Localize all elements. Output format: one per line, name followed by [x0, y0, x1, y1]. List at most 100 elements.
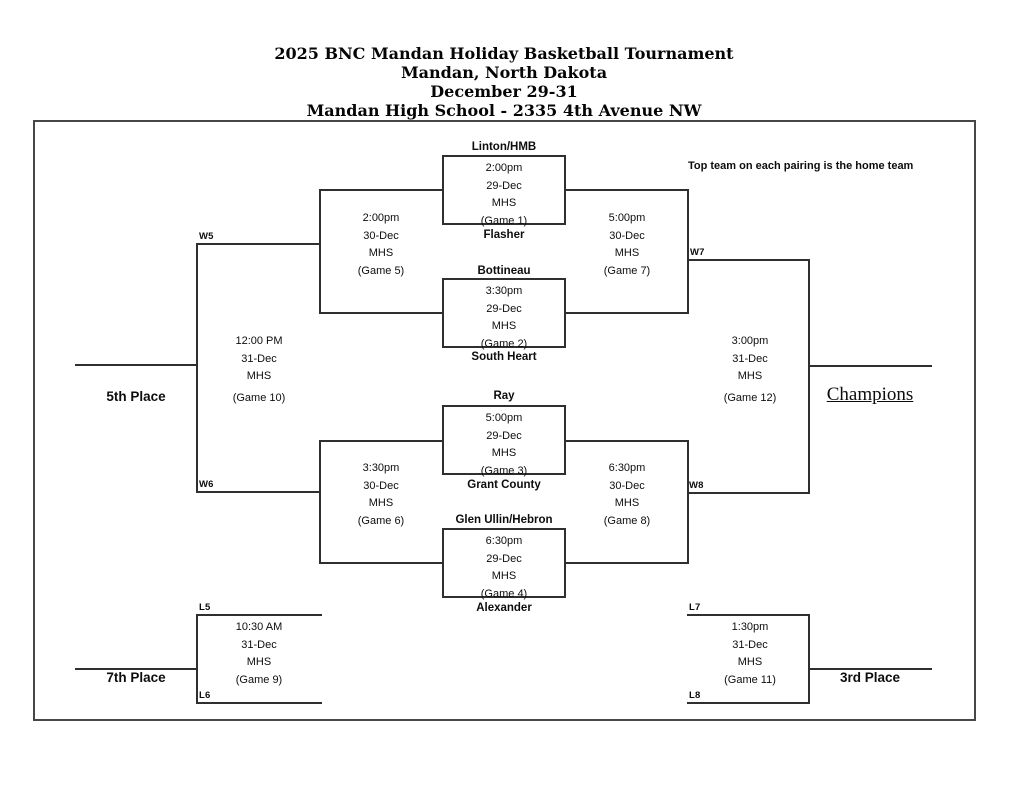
team-grant-county: Grant County: [467, 479, 541, 491]
game1-time: 2:00pm: [485, 162, 523, 174]
tournament-header: 2025 BNC Mandan Holiday Basketball Tourn…: [4, 44, 1004, 120]
slot-l8: L8: [689, 690, 701, 701]
game7-date: 30-Dec: [609, 229, 645, 242]
w7-line: [687, 259, 810, 261]
game12-schedule: 3:00pm 31-Dec MHS (Game 12): [700, 333, 800, 407]
game10-schedule: 12:00 PM 31-Dec MHS (Game 10): [209, 333, 309, 407]
game8-site: MHS: [614, 497, 640, 509]
game7-site: MHS: [614, 247, 640, 259]
slot-l6: L6: [199, 690, 211, 701]
tournament-dates: December 29-31: [430, 82, 578, 101]
game6-label: (Game 6): [357, 514, 405, 527]
game6-schedule: 3:30pm 30-Dec MHS (Game 6): [331, 460, 431, 530]
team-south-heart: South Heart: [471, 351, 537, 363]
game7-schedule: 5:00pm 30-Dec MHS (Game 7): [577, 210, 677, 280]
game10-date: 31-Dec: [241, 352, 277, 365]
game3-box: 5:00pm 29-Dec MHS (Game 3): [442, 405, 566, 477]
game11-time: 1:30pm: [731, 621, 769, 633]
game2-label: (Game 2): [480, 337, 528, 350]
slot-l7: L7: [689, 602, 701, 613]
slot-w6: W6: [199, 479, 214, 490]
game2-winner-line: [566, 312, 689, 314]
game1-date: 29-Dec: [486, 179, 522, 192]
tournament-title: 2025 BNC Mandan Holiday Basketball Tourn…: [274, 44, 734, 63]
game12-label: (Game 12): [723, 391, 777, 404]
game2-loser-line: [319, 312, 442, 314]
game2-site: MHS: [491, 320, 517, 332]
game9-site: MHS: [246, 656, 272, 668]
home-team-note: Top team on each pairing is the home tea…: [688, 160, 914, 172]
seventh-place-label: 7th Place: [106, 670, 166, 685]
third-place-label: 3rd Place: [839, 670, 901, 685]
fifth-place-connector: [196, 243, 198, 493]
seventh-place-line: [75, 668, 198, 670]
game10-time: 12:00 PM: [235, 335, 283, 347]
game4-loser-line: [319, 562, 442, 564]
game6-site: MHS: [368, 497, 394, 509]
game9-label: (Game 9): [235, 673, 283, 686]
game5-site: MHS: [368, 247, 394, 259]
game3-winner-line: [566, 440, 689, 442]
slot-w8: W8: [689, 480, 704, 491]
champions-line: [808, 365, 932, 367]
game5-date: 30-Dec: [363, 229, 399, 242]
game9-schedule: 10:30 AM 31-Dec MHS (Game 9): [209, 619, 309, 689]
game8-connector: [687, 440, 689, 564]
team-glen-ullin-hebron: Glen Ullin/Hebron: [455, 514, 553, 526]
game4-site: MHS: [491, 570, 517, 582]
seventh-place-connector: [196, 614, 198, 704]
game4-label: (Game 4): [480, 587, 528, 600]
game12-site: MHS: [737, 370, 763, 382]
slot-w5: W5: [199, 231, 214, 242]
game5-connector: [319, 189, 321, 314]
game6-date: 30-Dec: [363, 479, 399, 492]
game5-time: 2:00pm: [362, 212, 400, 224]
tournament-location: Mandan, North Dakota: [400, 63, 608, 82]
game4-winner-line: [566, 562, 689, 564]
slot-w7: W7: [690, 247, 705, 258]
game8-date: 30-Dec: [609, 479, 645, 492]
l7-line: [687, 614, 810, 616]
game10-label: (Game 10): [232, 391, 286, 404]
game4-box: 6:30pm 29-Dec MHS (Game 4): [442, 528, 566, 600]
game11-site: MHS: [737, 656, 763, 668]
game3-label: (Game 3): [480, 464, 528, 477]
l6-line: [196, 702, 322, 704]
game1-site: MHS: [491, 197, 517, 209]
game5-label: (Game 5): [357, 264, 405, 277]
l5-line: [196, 614, 322, 616]
game7-connector: [687, 189, 689, 314]
game11-label: (Game 11): [724, 673, 776, 686]
game2-box: 3:30pm 29-Dec MHS (Game 2): [442, 278, 566, 350]
game3-time: 5:00pm: [485, 412, 523, 424]
bracket-frame: [33, 120, 976, 721]
third-place-line: [808, 668, 932, 670]
tournament-venue: Mandan High School - 2335 4th Avenue NW: [306, 101, 702, 120]
game1-loser-line: [319, 189, 442, 191]
champions-label: Champions: [826, 384, 914, 405]
team-flasher: Flasher: [483, 229, 525, 241]
game1-box: 2:00pm 29-Dec MHS (Game 1): [442, 155, 566, 227]
game9-time: 10:30 AM: [235, 621, 283, 633]
fifth-place-label: 5th Place: [106, 389, 166, 404]
game12-time: 3:00pm: [731, 335, 769, 347]
game11-schedule: 1:30pm 31-Dec MHS (Game 11): [700, 619, 800, 689]
game4-date: 29-Dec: [486, 552, 522, 565]
game3-date: 29-Dec: [486, 429, 522, 442]
w6-line: [196, 491, 321, 493]
game12-date: 31-Dec: [732, 352, 768, 365]
team-alexander: Alexander: [476, 602, 532, 614]
game7-label: (Game 7): [603, 264, 651, 277]
team-linton-hmb: Linton/HMB: [471, 141, 537, 153]
team-ray: Ray: [493, 390, 515, 402]
game10-site: MHS: [246, 370, 272, 382]
game8-label: (Game 8): [603, 514, 651, 527]
game11-date: 31-Dec: [732, 638, 768, 651]
game5-schedule: 2:00pm 30-Dec MHS (Game 5): [331, 210, 431, 280]
game9-date: 31-Dec: [241, 638, 277, 651]
l8-line: [687, 702, 810, 704]
game6-connector: [319, 440, 321, 564]
game3-loser-line: [319, 440, 442, 442]
championship-connector: [808, 259, 810, 494]
